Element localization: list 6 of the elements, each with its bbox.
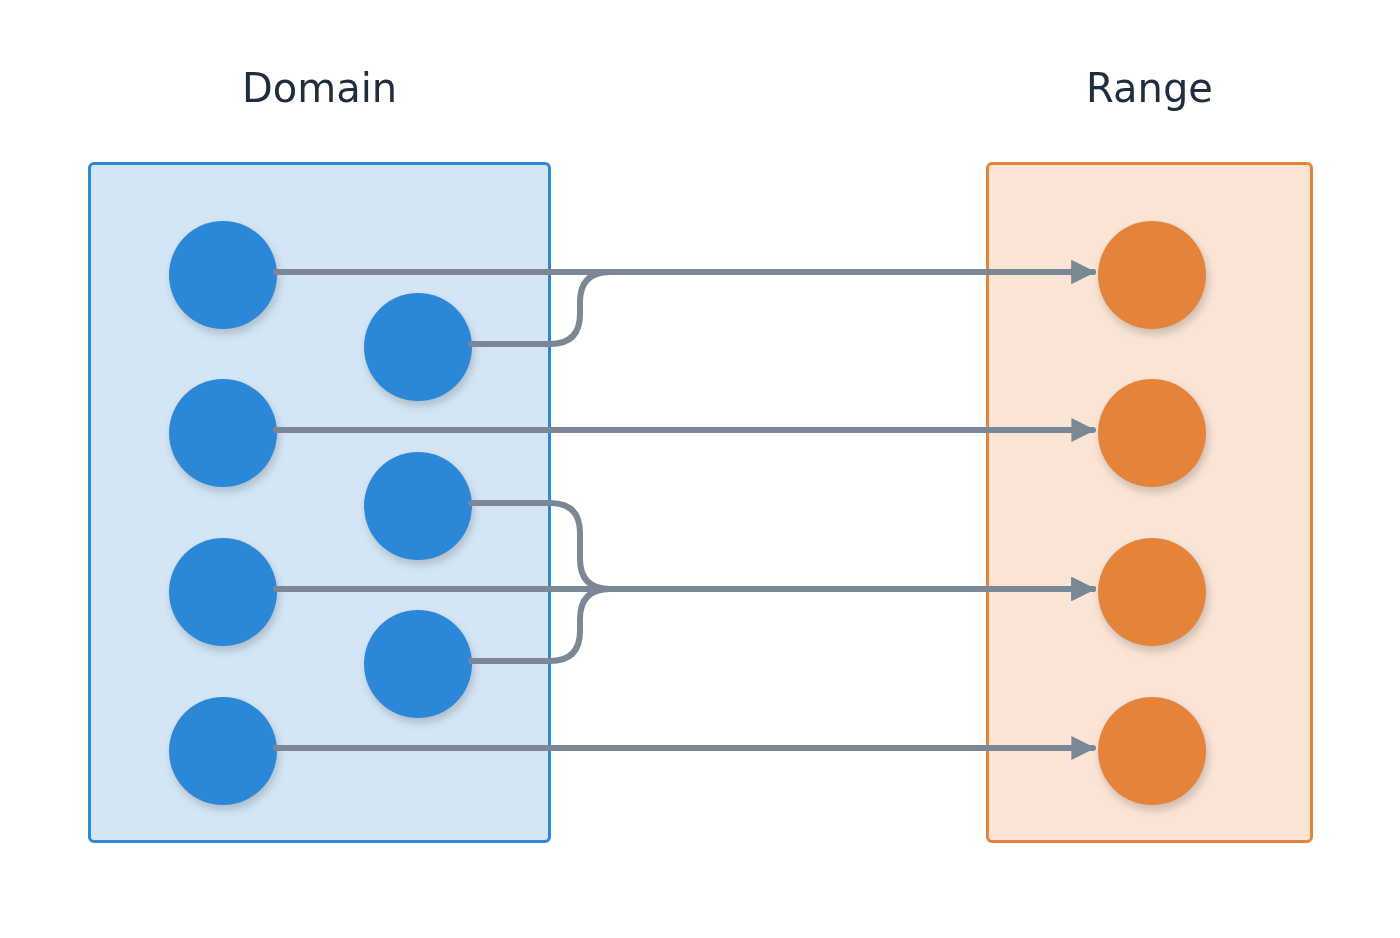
arrow bbox=[468, 260, 1096, 347]
arrow bbox=[273, 736, 1096, 760]
arrow bbox=[468, 577, 1096, 664]
set-heading: Domain bbox=[241, 65, 398, 111]
arrow bbox=[273, 418, 1096, 442]
set-heading: Range bbox=[1086, 65, 1213, 111]
